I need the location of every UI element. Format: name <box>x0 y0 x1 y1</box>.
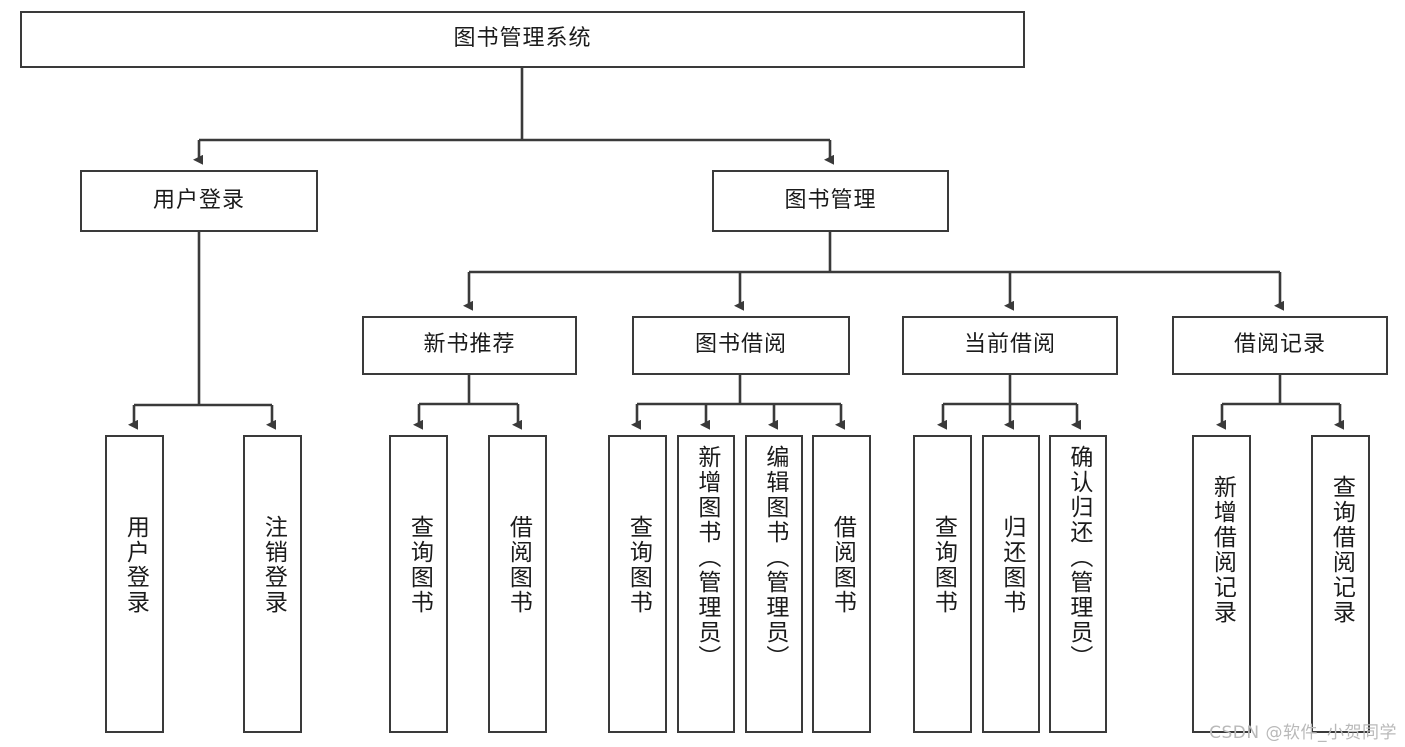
leaf-query-record-label: 查询借阅记录 <box>1328 475 1355 625</box>
leaf-borrow-book-1[interactable]: 借阅图书 <box>488 435 547 733</box>
leaf-add-book-label: 新增图书（管理员） <box>693 445 720 670</box>
node-borrow-record[interactable]: 借阅记录 <box>1172 316 1388 375</box>
leaf-logout-login-label: 注销登录 <box>260 515 287 615</box>
node-book-management[interactable]: 图书管理 <box>712 170 949 232</box>
leaf-user-login[interactable]: 用户登录 <box>105 435 164 733</box>
leaf-edit-book[interactable]: 编辑图书（管理员） <box>745 435 803 733</box>
leaf-add-book[interactable]: 新增图书（管理员） <box>677 435 735 733</box>
leaf-edit-book-label: 编辑图书（管理员） <box>761 445 788 670</box>
leaf-confirm-return[interactable]: 确认归还（管理员） <box>1049 435 1107 733</box>
leaf-borrow-book-2-label: 借阅图书 <box>829 515 856 615</box>
node-book-borrow-label: 图书借阅 <box>694 332 787 358</box>
node-current-borrow-label: 当前借阅 <box>963 332 1056 358</box>
leaf-add-record-label: 新增借阅记录 <box>1209 475 1236 625</box>
node-user-login-label: 用户登录 <box>152 187 245 213</box>
node-new-book-recommend[interactable]: 新书推荐 <box>362 316 577 375</box>
leaf-query-book-1-label: 查询图书 <box>406 515 433 615</box>
node-book-borrow[interactable]: 图书借阅 <box>632 316 850 375</box>
leaf-query-book-3[interactable]: 查询图书 <box>913 435 972 733</box>
leaf-query-book-3-label: 查询图书 <box>930 515 957 615</box>
leaf-query-record[interactable]: 查询借阅记录 <box>1311 435 1370 733</box>
leaf-return-book[interactable]: 归还图书 <box>982 435 1040 733</box>
leaf-logout-login[interactable]: 注销登录 <box>243 435 302 733</box>
leaf-return-book-label: 归还图书 <box>998 515 1025 615</box>
node-user-login[interactable]: 用户登录 <box>80 170 318 232</box>
leaf-borrow-book-2[interactable]: 借阅图书 <box>812 435 871 733</box>
leaf-confirm-return-label: 确认归还（管理员） <box>1065 445 1092 670</box>
node-current-borrow[interactable]: 当前借阅 <box>902 316 1118 375</box>
leaf-query-book-2-label: 查询图书 <box>625 515 652 615</box>
leaf-borrow-book-1-label: 借阅图书 <box>505 515 532 615</box>
node-book-management-label: 图书管理 <box>784 187 877 213</box>
node-borrow-record-label: 借阅记录 <box>1233 332 1326 358</box>
leaf-query-book-2[interactable]: 查询图书 <box>608 435 667 733</box>
leaf-user-login-label: 用户登录 <box>122 515 149 615</box>
leaf-add-record[interactable]: 新增借阅记录 <box>1192 435 1251 733</box>
node-new-book-recommend-label: 新书推荐 <box>423 332 516 358</box>
node-root-label: 图书管理系统 <box>453 26 592 52</box>
node-root[interactable]: 图书管理系统 <box>20 11 1025 68</box>
leaf-query-book-1[interactable]: 查询图书 <box>389 435 448 733</box>
